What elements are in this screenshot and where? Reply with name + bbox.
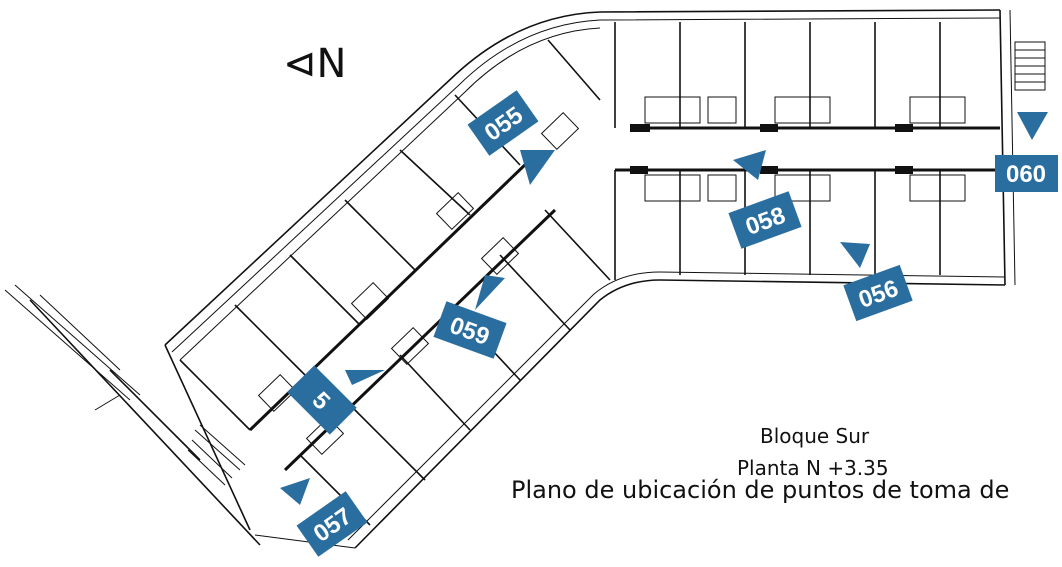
marker-058: 058 (728, 150, 802, 249)
bathrooms (257, 96, 966, 456)
plan-title: Plano de ubicación de puntos de toma de (511, 476, 1010, 504)
annex-structure (4, 284, 261, 546)
block-name: Bloque Sur (760, 424, 870, 448)
marker-057: 057 (280, 478, 368, 557)
marker-label: 060 (1006, 161, 1046, 188)
north-label: N (316, 41, 347, 87)
marker-partial: 5 (287, 365, 385, 435)
floor-level: Planta N +3.35 (737, 456, 889, 480)
marker-060: 060 (995, 112, 1058, 192)
marker-055: 055 (467, 90, 555, 185)
north-arrow-icon: ⊲ (283, 41, 317, 87)
marker-059: 059 (433, 275, 507, 359)
marker-056: 056 (840, 242, 913, 322)
staircases (187, 41, 1046, 486)
north-indicator: ⊲N (283, 44, 346, 84)
